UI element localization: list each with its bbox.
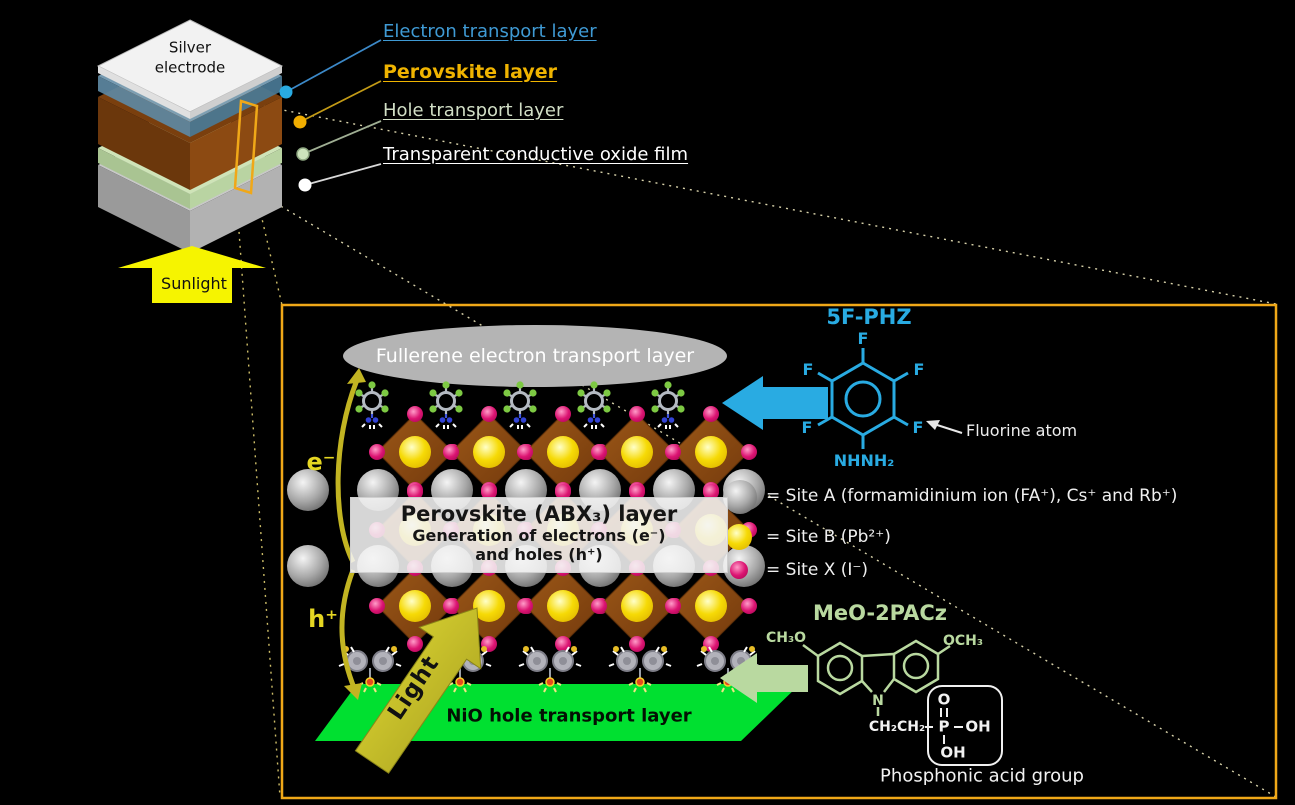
phosphorus-label: P bbox=[938, 717, 950, 736]
htl-dot bbox=[296, 147, 310, 161]
5fphz-structure bbox=[817, 348, 909, 449]
amine-group-label: NHNH₂ bbox=[833, 450, 895, 470]
5fphz-title: 5F-PHZ bbox=[826, 304, 912, 329]
alkyl-chain-label: CH₂CH₂ bbox=[868, 718, 926, 735]
meo2pacz-arrow bbox=[720, 653, 808, 703]
electron-flow-arrow bbox=[335, 379, 360, 564]
fullerene-etl-label: Fullerene electron transport layer bbox=[375, 345, 695, 368]
fluorine-label-upper-left: F bbox=[802, 359, 814, 379]
oh-bottom-label: OH bbox=[940, 743, 966, 762]
solar-cell-stack bbox=[96, 19, 284, 253]
phosphonic-caption: Phosphonic acid group bbox=[880, 765, 1084, 787]
legend-site-a-text: = Site A (formamidinium ion (FA⁺), Cs⁺ a… bbox=[766, 486, 1178, 506]
silver-electrode-label-line1: Silver bbox=[168, 38, 212, 57]
fullerene-etl-ellipse bbox=[343, 325, 727, 387]
hole-flow-arrow bbox=[339, 569, 358, 691]
layer-label-leaders bbox=[279, 39, 382, 192]
etl-layer-label: Electron transport layer bbox=[383, 21, 597, 42]
electron-label: e⁻ bbox=[306, 448, 336, 477]
perovskite-layer-label: Perovskite layer bbox=[383, 61, 558, 83]
fluorine-atom-note: Fluorine atom bbox=[966, 421, 1078, 440]
fluorine-pointer-arrow bbox=[926, 420, 963, 434]
magnification-guide-lines bbox=[235, 104, 1277, 798]
nitrogen-label: N bbox=[872, 692, 884, 709]
legend-site-b-text: = Site B (Pb²⁺) bbox=[766, 527, 891, 547]
fluorine-label-upper-right: F bbox=[913, 359, 925, 379]
5fphz-arrow bbox=[722, 376, 828, 430]
right-methoxy-label: OCH₃ bbox=[942, 632, 984, 649]
etl-dot bbox=[279, 85, 293, 99]
oxygen-label: O bbox=[937, 690, 951, 709]
hole-arrowhead bbox=[344, 683, 362, 700]
perovskite-box-line2: Generation of electrons (e⁻) bbox=[412, 526, 666, 545]
perovskite-dot bbox=[293, 115, 307, 129]
carrier-flow-arrows bbox=[335, 379, 360, 691]
light-arrow bbox=[354, 607, 482, 774]
phosphonic-group bbox=[925, 685, 1003, 766]
nio-layer-label: NiO hole transport layer bbox=[446, 705, 692, 727]
silver-electrode-3d bbox=[96, 19, 284, 119]
legend-site-b-sphere bbox=[726, 524, 752, 550]
silver-electrode-label-line2: electrode bbox=[154, 58, 226, 77]
meo2pacz-title: MeO-2PACz bbox=[812, 600, 948, 625]
tco-dot bbox=[298, 178, 312, 192]
legend-site-x-sphere bbox=[730, 561, 748, 579]
fluorine-label-lower-right: F bbox=[912, 417, 924, 437]
perovskite-box-title: Perovskite (ABX₃) layer bbox=[400, 502, 678, 526]
oh-right-label: OH bbox=[965, 717, 991, 736]
perovskite-box-line3: and holes (h⁺) bbox=[475, 545, 603, 564]
legend-site-a-sphere bbox=[723, 480, 757, 514]
meo2pacz-structure bbox=[802, 639, 951, 716]
fluorine-label-lower-left: F bbox=[801, 417, 813, 437]
hole-label: h⁺ bbox=[308, 605, 338, 634]
left-methoxy-label: CH₃O bbox=[765, 629, 807, 646]
magnified-view-frame bbox=[280, 303, 1278, 800]
perovskite-info-box: Perovskite (ABX₃) layer Generation of el… bbox=[350, 497, 728, 573]
legend-site-x-text: = Site X (I⁻) bbox=[766, 560, 868, 580]
fluorine-label-top: F bbox=[857, 328, 869, 348]
tco-layer-label: Transparent conductive oxide film bbox=[383, 144, 689, 165]
sunlight-arrow bbox=[118, 246, 266, 303]
magnified-region-outline bbox=[233, 99, 259, 195]
sunlight-label: Sunlight bbox=[161, 273, 227, 293]
htl-layer-label: Hole transport layer bbox=[383, 100, 564, 121]
legend-symbols bbox=[723, 480, 757, 579]
electron-arrowhead bbox=[347, 368, 366, 384]
